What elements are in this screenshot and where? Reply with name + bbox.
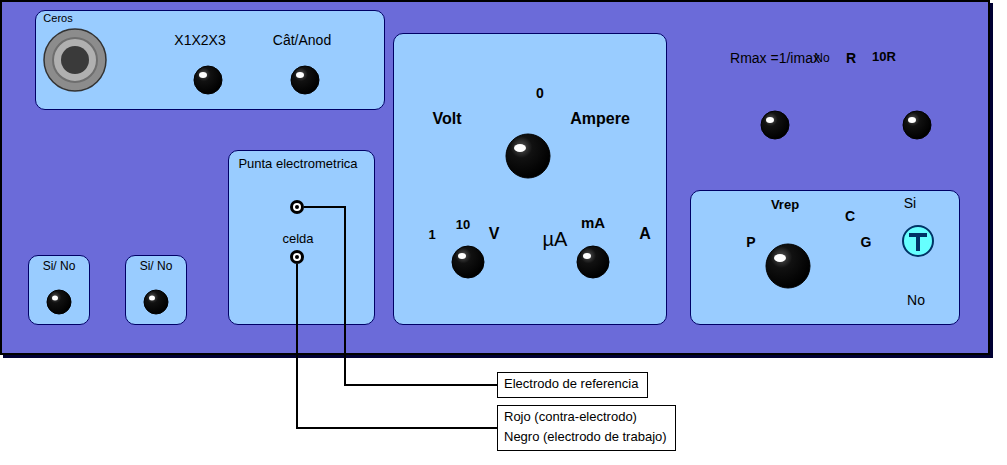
panel-label: X1X2X3 <box>174 32 225 48</box>
panel-label: Ampere <box>570 110 630 128</box>
panel-label: G <box>861 234 872 250</box>
callout-box: Electrodo de referencia <box>497 372 648 398</box>
wire <box>297 264 497 428</box>
instrument-panel: Rmax =1/imaxNoR10RCerosX1X2X3Cât/AnodSi/… <box>0 0 990 355</box>
panel-label: Si/ No <box>43 260 76 274</box>
panel-label: 10 <box>456 218 470 233</box>
panel-label: Volt <box>432 110 461 128</box>
knob-highlight <box>52 72 916 301</box>
panel-label: Vrep <box>771 198 799 213</box>
panel-label: Si/ No <box>140 260 173 274</box>
panel-label: V <box>489 225 500 243</box>
toggle-switch <box>903 226 933 256</box>
panel-label: Ceros <box>43 12 72 25</box>
callout-text: Electrodo de referencia <box>504 377 638 392</box>
jack <box>290 200 304 264</box>
switch-box: Si/ No <box>28 255 90 325</box>
panel-label: Cât/Anod <box>273 32 331 48</box>
panel-label: Rmax =1/imax <box>730 50 820 66</box>
panel-label: R <box>846 50 856 66</box>
panel-label: Punta electrometrica <box>238 157 358 172</box>
panel-label: P <box>746 234 755 250</box>
panel-label: C <box>845 208 855 224</box>
panel-label: 1 <box>428 228 435 243</box>
terminal-box: Punta electrometrica celda <box>228 150 375 325</box>
panel-label: µA <box>543 228 568 251</box>
knob <box>47 66 931 314</box>
zero-group: CerosX1X2X3 Cât/Anod <box>35 10 385 110</box>
panel-label: No <box>814 52 829 66</box>
zero-dial <box>44 29 106 91</box>
panel-label: celda <box>282 232 313 247</box>
mode-box: VrepC P G SiNo <box>690 190 960 325</box>
panel-label: 10R <box>872 50 896 65</box>
panel-label: mA <box>581 214 605 231</box>
panel-label: 0 <box>536 85 544 101</box>
switch-box: Si/ No <box>125 255 187 325</box>
panel-label: Si <box>904 195 916 211</box>
wire <box>304 207 497 385</box>
callout-box: Rojo (contra-electrodo) Negro (electrodo … <box>497 405 676 451</box>
panel-label: A <box>639 225 651 243</box>
callout-text: Rojo (contra-electrodo) <box>504 410 637 425</box>
callout-text: Negro (electrodo de trabajo) <box>504 430 667 445</box>
panel-label: No <box>907 292 925 308</box>
range-box: Volt 0Ampere 1 10 VµA mA A <box>393 33 667 325</box>
